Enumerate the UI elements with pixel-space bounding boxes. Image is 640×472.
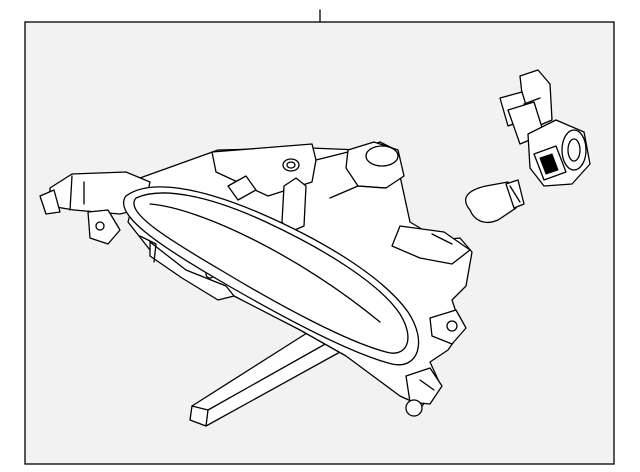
right-mounting-flange xyxy=(391,225,471,265)
aim-adjuster xyxy=(405,367,443,405)
socket-ring xyxy=(561,129,587,171)
fog-lamp-bulb xyxy=(465,179,525,224)
flange-hole xyxy=(446,320,458,332)
lamp-lens xyxy=(123,186,420,366)
bulb-socket xyxy=(499,69,591,187)
bracket-mounting-hole xyxy=(282,158,300,172)
fog-lamp-assembly xyxy=(39,141,473,427)
upper-tab xyxy=(227,175,257,201)
left-tab-hole xyxy=(95,221,105,231)
lens-inner-rim xyxy=(133,192,409,354)
